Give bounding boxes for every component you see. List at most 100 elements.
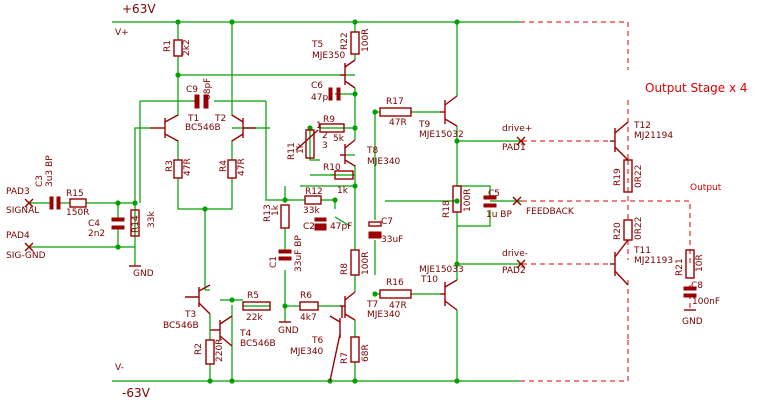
r20-name: R20: [613, 222, 623, 240]
r20-value: 0R22: [634, 217, 644, 240]
transistor-t4: [210, 315, 233, 347]
r7-value: 68R: [361, 344, 371, 362]
r6-value: 4k7: [300, 313, 317, 323]
resistor-r11: [305, 129, 315, 159]
resistor-r1: [173, 39, 183, 57]
r8-value: 100R: [361, 252, 371, 275]
r15-name: R15: [66, 189, 84, 199]
capacitor-c4: [111, 217, 125, 230]
drive-plus-label: drive+: [502, 124, 532, 134]
r21-value: 10R: [695, 254, 705, 272]
resistor-r2: [205, 339, 215, 365]
c8-value: 100nF: [692, 297, 720, 307]
r17-value: 47R: [389, 118, 407, 128]
drive-minus-label: drive-: [502, 249, 528, 259]
sig-gnd-label: SIG-GND: [6, 251, 46, 261]
r3-value: 47R: [183, 158, 193, 176]
output-stage-dashed: [520, 21, 691, 382]
pot-pin-1: 1: [316, 121, 322, 131]
ground-symbols: [129, 265, 696, 323]
r12-name: R12: [305, 187, 323, 197]
resistor-r18: [452, 185, 462, 213]
r15-value: 150R: [66, 208, 89, 218]
pad2-label: PAD2: [502, 266, 526, 276]
transistor-t9: [440, 95, 458, 127]
t11-name: T11: [633, 246, 651, 256]
t3-type: BC546B: [163, 321, 199, 331]
c1-name: C1: [269, 256, 279, 268]
c3-name: C3: [35, 175, 45, 187]
r19-name: R19: [613, 168, 623, 186]
transistor-t2: [231, 114, 256, 142]
transistor-t8: [340, 139, 356, 167]
capacitor-c3: [49, 196, 61, 210]
signal-label: SIGNAL: [6, 206, 39, 216]
capacitor-c1: [278, 249, 292, 261]
r22-value: 100R: [361, 29, 371, 52]
c9-name: C9: [186, 85, 198, 95]
c7-value: 33uF: [381, 235, 403, 245]
capacitor-c7: [368, 221, 382, 239]
gnd-label-1: GND: [133, 269, 154, 279]
r11-name: R11: [287, 142, 297, 160]
pad4-label: PAD4: [6, 231, 30, 241]
capacitor-c8: [683, 286, 697, 298]
transistor-t6: [329, 306, 343, 382]
resistor-r9: [319, 123, 345, 133]
t9-name: T9: [418, 120, 430, 130]
output-label: Output: [690, 183, 722, 193]
r2-value: 220R: [215, 339, 225, 362]
r10-value: 1k: [337, 186, 349, 196]
r1-name: R1: [163, 40, 173, 52]
pad-markers: [24, 136, 526, 269]
transistor-t12: [610, 121, 629, 161]
r16-name: R16: [386, 278, 404, 288]
r4-name: R4: [219, 160, 229, 172]
components: [24, 31, 697, 382]
wires: [30, 21, 522, 382]
c2-value: 47pF: [330, 222, 352, 232]
gnd-label-2: GND: [278, 326, 299, 336]
t8-name: T8: [366, 146, 378, 156]
t3-name: T3: [184, 310, 196, 320]
r14-name: R14: [131, 215, 141, 233]
pad3-label: PAD3: [6, 187, 30, 197]
t8-type: MJE340: [367, 157, 401, 167]
resistor-r14: [130, 209, 140, 237]
r21-name: R21: [675, 258, 685, 276]
resistor-r21: [685, 249, 695, 279]
r12-value: 33k: [303, 206, 320, 216]
t6-type: MJE340: [290, 347, 324, 357]
t10-type: MJE15033: [419, 265, 464, 275]
t2-name: T2: [214, 114, 226, 124]
labels: +63V -63V V+ V- Output Stage x 4 Output …: [6, 2, 748, 400]
t4-name: T4: [239, 329, 251, 339]
vplus-label: V+: [115, 28, 129, 38]
resistor-r8: [350, 249, 360, 276]
r2-name: R2: [194, 343, 204, 355]
t1-type: BC546B: [185, 123, 221, 133]
rail-neg-label: -63V: [122, 386, 151, 400]
r18-name: R18: [442, 200, 452, 218]
c7-name: C7: [381, 217, 393, 227]
c9-value: 68pF: [203, 78, 213, 100]
c4-name: C4: [88, 219, 100, 229]
r1-value: 2k2: [182, 39, 192, 56]
t10-name: T10: [420, 275, 438, 285]
r3-name: R3: [165, 160, 175, 172]
r5-value: 22k: [246, 313, 263, 323]
resistor-r12: [304, 195, 322, 205]
transistor-t11: [610, 239, 629, 286]
resistor-r7: [350, 336, 360, 363]
capacitor-c2: [314, 217, 327, 231]
r9-name: R9: [323, 115, 335, 125]
transistor-t10: [440, 279, 458, 311]
pad1-label: PAD1: [502, 143, 526, 153]
vminus-label: V-: [115, 363, 124, 373]
c1-value: 33uF BP: [294, 235, 304, 272]
c6-value: 47pF: [311, 93, 333, 103]
t6-name: T6: [311, 336, 323, 346]
pot-arrow: [295, 129, 319, 151]
junctions: [115, 19, 460, 384]
c6-name: C6: [311, 81, 323, 91]
